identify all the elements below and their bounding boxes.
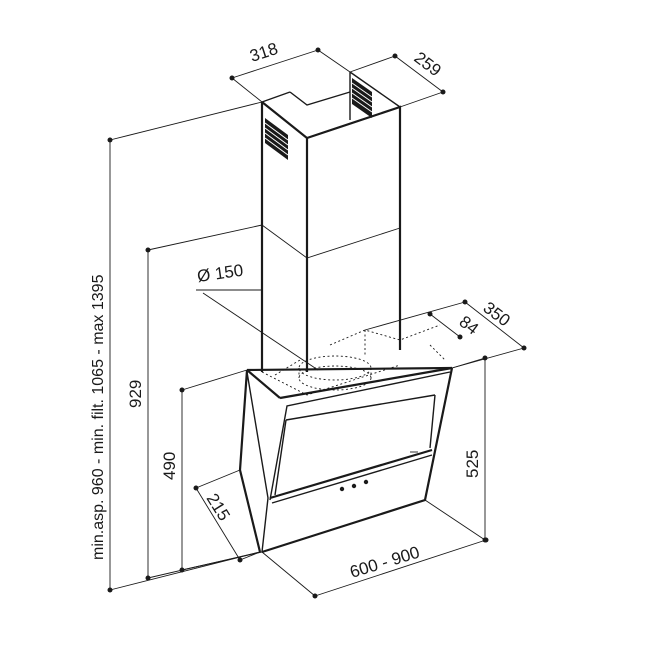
label-hood-depth: 350: [480, 298, 514, 330]
label-duct-diameter: Ø 150: [196, 261, 245, 286]
vent-grille-right-icon: [351, 78, 373, 118]
control-button-icon: [339, 486, 345, 492]
control-panel: [339, 479, 369, 492]
label-chimney-width: 318: [247, 39, 280, 66]
dimension-hood-depth: 350: [364, 298, 527, 369]
label-hood-width: 600 - 900: [348, 543, 422, 582]
duct-outlet: [274, 324, 446, 391]
label-chimney-depth: 259: [411, 48, 445, 80]
dimension-outlet-offset: 84: [427, 311, 482, 340]
label-panel-height: 490: [160, 452, 179, 480]
control-button-icon: [363, 479, 369, 485]
dimension-front-height: 525: [424, 355, 488, 543]
dimension-total-height: min.asp. 960 - min. filt. 1065 - max 139…: [90, 101, 263, 593]
label-bottom-depth: 215: [203, 490, 234, 524]
label-front-height: 525: [463, 450, 482, 478]
vent-grille-left-icon: [264, 118, 289, 160]
label-body-height: 929: [126, 380, 145, 408]
dimension-duct-diameter: Ø 150: [196, 261, 319, 371]
label-total-height-range: min.asp. 960 - min. filt. 1065 - max 139…: [90, 274, 107, 560]
dimension-panel-height: 490: [160, 369, 263, 573]
control-button-icon: [351, 483, 357, 489]
hood-body: [238, 366, 454, 554]
dimension-bottom-depth: 215: [193, 469, 261, 563]
dimension-hood-width: 600 - 900: [261, 537, 489, 599]
